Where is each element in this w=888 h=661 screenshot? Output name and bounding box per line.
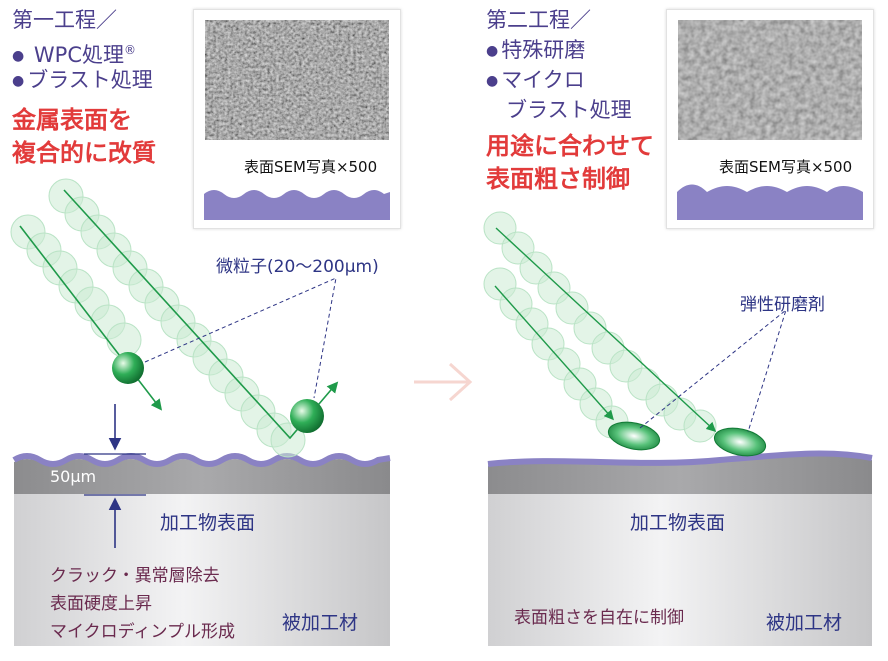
right-sem-caption: 表面SEM写真×500 — [719, 156, 852, 177]
left-effect-3: マイクロディンプル形成 — [50, 618, 235, 646]
left-effect-2: 表面硬度上昇 — [50, 590, 235, 618]
right-surface-label: 加工物表面 — [630, 508, 725, 535]
left-sem-image — [205, 20, 389, 140]
left-bullet-1-text: WPC処理 — [34, 43, 124, 67]
abrasive-label: 弾性研磨剤 — [740, 290, 825, 315]
right-bullet-2: マイクロ — [486, 66, 585, 98]
right-sem-profile — [677, 182, 863, 220]
right-bullet-1: 特殊研磨 — [486, 36, 585, 68]
right-sem-card: 表面SEM写真×500 — [666, 9, 874, 229]
registered-mark: ® — [124, 43, 136, 57]
right-headline-2: 表面粗さ制御 — [486, 163, 630, 196]
left-step-title: 第一工程／ — [12, 6, 117, 35]
right-sem-image — [678, 20, 862, 140]
left-headline-2: 複合的に改質 — [12, 137, 156, 170]
left-headline-1: 金属表面を — [12, 104, 132, 137]
flow-arrow-icon — [414, 364, 470, 400]
left-sem-card: 表面SEM写真×500 — [193, 9, 401, 229]
left-bullet-2: ブラスト処理 — [12, 66, 153, 98]
depth-label: 50μm — [50, 467, 96, 486]
left-sem-profile — [204, 182, 390, 220]
right-step-title: 第二工程／ — [486, 6, 591, 35]
right-headline-1: 用途に合わせて — [486, 130, 654, 163]
left-particle-1 — [112, 352, 144, 384]
right-material-label: 被加工材 — [766, 608, 842, 635]
left-surface-label: 加工物表面 — [160, 508, 255, 535]
particle-label: 微粒子(20〜200μm) — [216, 252, 379, 277]
right-bullet-2-cont: ブラスト処理 — [506, 96, 632, 125]
left-sem-caption: 表面SEM写真×500 — [244, 156, 377, 177]
left-particle-2 — [290, 399, 324, 433]
left-effect-1: クラック・異常層除去 — [50, 562, 235, 590]
right-effect: 表面粗さを自在に制御 — [514, 604, 684, 632]
left-effects-list: クラック・異常層除去 表面硬度上昇 マイクロディンプル形成 — [50, 562, 235, 646]
left-material-label: 被加工材 — [282, 608, 358, 635]
